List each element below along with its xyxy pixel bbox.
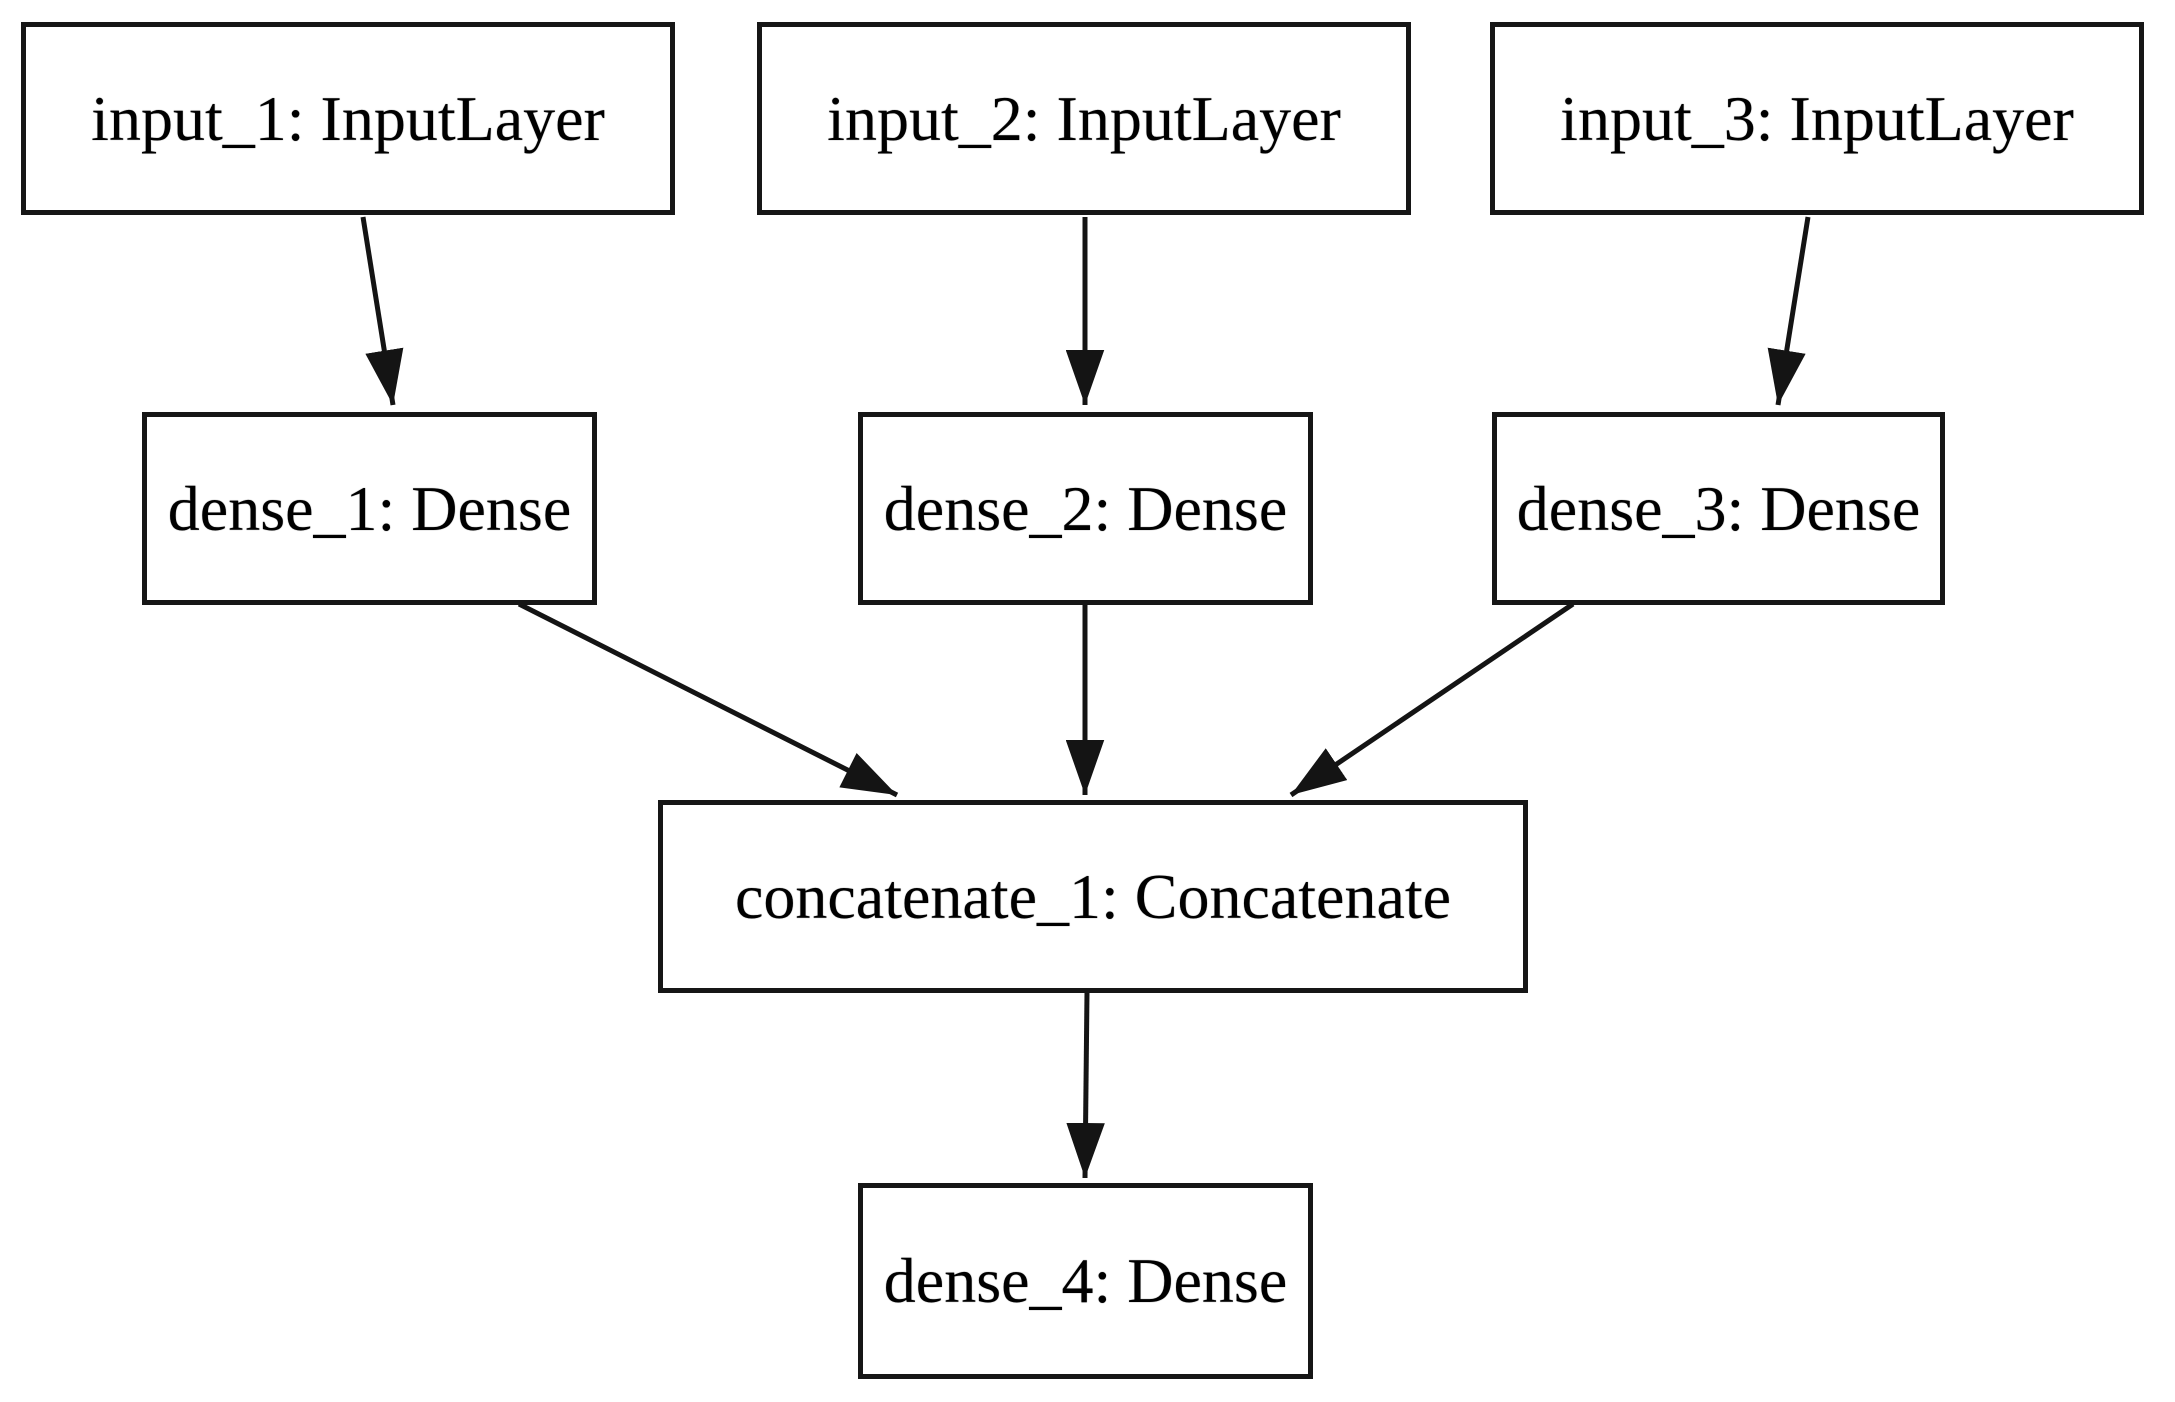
edge-concatenate-1-to-dense-4 <box>1066 991 1105 1179</box>
node-input-1: input_1: InputLayer <box>21 22 675 215</box>
node-label: input_1: InputLayer <box>91 82 605 154</box>
node-label: concatenate_1: Concatenate <box>734 860 1452 932</box>
node-input-3: input_3: InputLayer <box>1490 22 2144 215</box>
edge-dense-1-to-concatenate-1 <box>517 601 899 798</box>
node-dense-1: dense_1: Dense <box>142 412 597 605</box>
node-concatenate-1: concatenate_1: Concatenate <box>658 800 1528 993</box>
node-label: dense_3: Dense <box>1516 472 1921 544</box>
node-dense-2: dense_2: Dense <box>858 412 1313 605</box>
node-label: input_2: InputLayer <box>827 82 1341 154</box>
node-dense-3: dense_3: Dense <box>1492 412 1945 605</box>
edge-input-1-to-dense-1 <box>360 216 404 406</box>
node-label: dense_2: Dense <box>883 472 1288 544</box>
edge-dense-3-to-concatenate-1 <box>1289 601 1575 798</box>
node-label: input_3: InputLayer <box>1560 82 2074 154</box>
node-dense-4: dense_4: Dense <box>858 1183 1313 1379</box>
node-input-2: input_2: InputLayer <box>757 22 1411 215</box>
node-label: dense_1: Dense <box>167 472 572 544</box>
node-label: dense_4: Dense <box>883 1245 1288 1316</box>
edge-input-3-to-dense-3 <box>1767 216 1811 406</box>
